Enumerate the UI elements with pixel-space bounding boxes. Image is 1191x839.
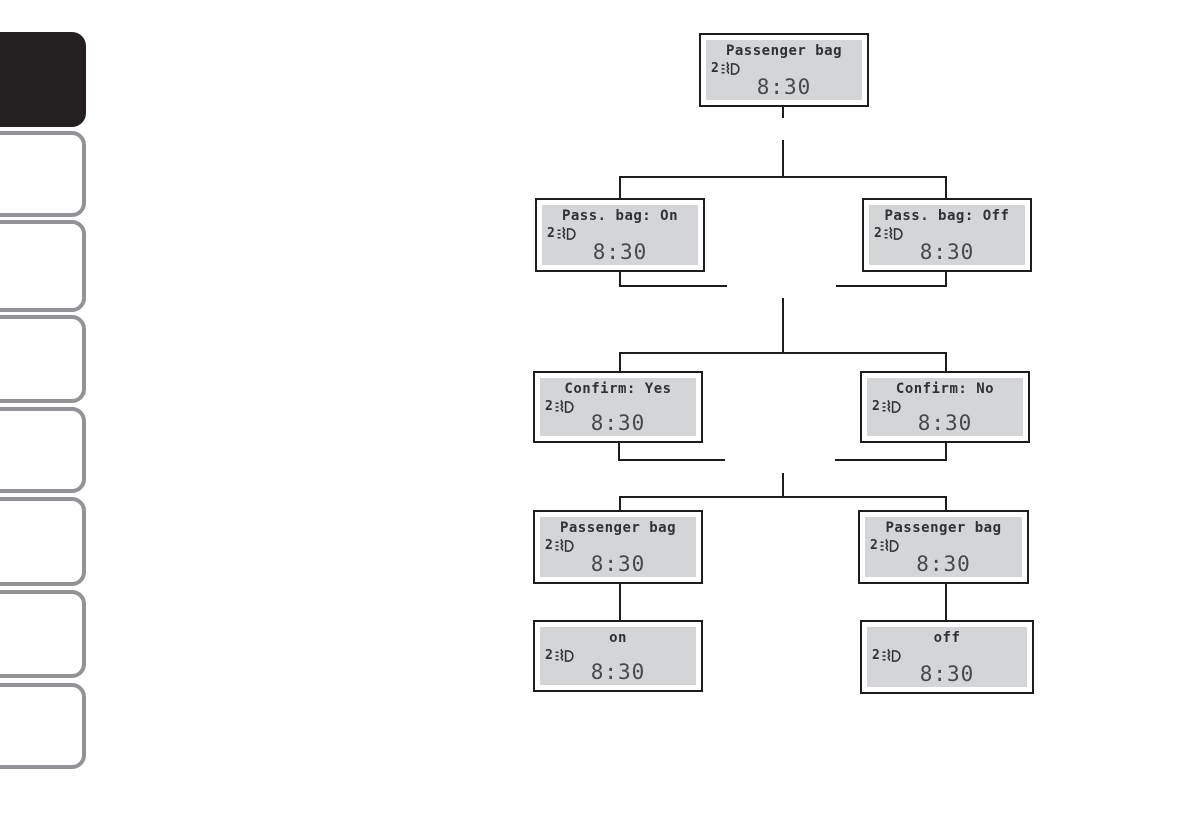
- lcd-display: Pass. bag: Off 2 8:30: [869, 205, 1025, 265]
- lcd-screen-result-off: off 2 8:30: [860, 620, 1034, 694]
- front-fog-light-icon: [555, 648, 574, 662]
- indicator-digit: 2: [545, 399, 553, 414]
- connector: [619, 583, 621, 620]
- connector: [619, 285, 727, 287]
- lcd-indicator: 2: [870, 538, 900, 554]
- lcd-title: off: [933, 630, 961, 646]
- lcd-clock: 8:30: [756, 75, 812, 99]
- front-fog-light-icon: [882, 648, 901, 662]
- front-fog-light-icon: [555, 538, 574, 552]
- connector: [782, 140, 784, 178]
- lcd-title: on: [609, 630, 627, 646]
- indicator-digit: 2: [874, 226, 882, 241]
- lcd-display: Passenger bag 2 8:30: [865, 517, 1022, 577]
- indicator-digit: 2: [547, 226, 555, 241]
- lcd-display: Confirm: No 2 8:30: [867, 378, 1023, 436]
- connector: [619, 496, 947, 498]
- sidebar-tab-4[interactable]: [0, 315, 86, 403]
- front-fog-light-icon: [884, 226, 903, 240]
- lcd-display: Pass. bag: On 2 8:30: [542, 205, 698, 265]
- lcd-display: Confirm: Yes 2 8:30: [540, 378, 696, 436]
- sidebar-tab-5[interactable]: [0, 407, 86, 493]
- sidebar-tab-1[interactable]: [0, 32, 86, 127]
- connector: [835, 459, 947, 461]
- lcd-indicator: 2: [545, 648, 575, 664]
- lcd-title: Pass. bag: On: [561, 208, 679, 224]
- lcd-indicator: 2: [547, 226, 577, 242]
- connector: [618, 459, 725, 461]
- connector: [619, 271, 621, 287]
- connector: [945, 583, 947, 620]
- sidebar-tab-3[interactable]: [0, 220, 86, 312]
- connector: [836, 285, 947, 287]
- lcd-screen-result-on: on 2 8:30: [533, 620, 703, 692]
- front-fog-light-icon: [555, 399, 574, 413]
- lcd-title: Pass. bag: Off: [884, 208, 1010, 224]
- lcd-title: Passenger bag: [559, 520, 677, 536]
- indicator-digit: 2: [872, 399, 880, 414]
- connector: [945, 271, 947, 287]
- indicator-digit: 2: [711, 61, 719, 76]
- connector: [782, 473, 784, 498]
- lcd-title: Passenger bag: [885, 520, 1002, 536]
- indicator-digit: 2: [545, 648, 553, 663]
- front-fog-light-icon: [880, 538, 899, 552]
- lcd-clock: 8:30: [590, 660, 646, 684]
- connector: [619, 176, 947, 178]
- lcd-clock: 8:30: [919, 240, 975, 264]
- lcd-screen-pass-bag-on: Pass. bag: On 2 8:30: [535, 198, 705, 272]
- lcd-title: Passenger bag: [725, 43, 843, 59]
- lcd-clock: 8:30: [592, 240, 648, 264]
- lcd-title: Confirm: Yes: [564, 381, 672, 397]
- connector: [619, 352, 947, 354]
- lcd-indicator: 2: [545, 399, 575, 415]
- connector: [619, 352, 621, 371]
- connector: [945, 496, 947, 510]
- lcd-screen-passenger-bag-left: Passenger bag 2 8:30: [533, 510, 703, 584]
- lcd-clock: 8:30: [590, 411, 646, 435]
- front-fog-light-icon: [557, 226, 576, 240]
- connector: [619, 496, 621, 510]
- lcd-screen-confirm-no: Confirm: No 2 8:30: [860, 371, 1030, 443]
- lcd-display: Passenger bag 2 8:30: [706, 40, 862, 100]
- lcd-indicator: 2: [711, 61, 741, 77]
- connector: [618, 443, 620, 461]
- lcd-indicator: 2: [872, 399, 902, 415]
- lcd-screen-confirm-yes: Confirm: Yes 2 8:30: [533, 371, 703, 443]
- lcd-clock: 8:30: [917, 411, 973, 435]
- lcd-display: Passenger bag 2 8:30: [540, 517, 696, 577]
- connector: [782, 107, 784, 118]
- lcd-indicator: 2: [874, 226, 904, 242]
- lcd-title: Confirm: No: [895, 381, 995, 397]
- lcd-screen-pass-bag-off: Pass. bag: Off 2 8:30: [862, 198, 1032, 272]
- front-fog-light-icon: [882, 399, 901, 413]
- connector: [619, 176, 621, 198]
- connector: [782, 298, 784, 354]
- connector: [945, 352, 947, 371]
- lcd-display: on 2 8:30: [540, 627, 696, 685]
- lcd-indicator: 2: [545, 538, 575, 554]
- connector: [945, 443, 947, 461]
- lcd-screen-menu-passenger-bag: Passenger bag 2 8:30: [699, 33, 869, 107]
- lcd-clock: 8:30: [919, 662, 975, 686]
- sidebar-tab-2[interactable]: [0, 131, 86, 217]
- lcd-display: off 2 8:30: [867, 627, 1027, 687]
- lcd-clock: 8:30: [590, 552, 646, 576]
- front-fog-light-icon: [721, 61, 740, 75]
- indicator-digit: 2: [870, 538, 878, 553]
- sidebar-tab-6[interactable]: [0, 497, 86, 586]
- sidebar-tab-7[interactable]: [0, 590, 86, 678]
- page-tabs-sidebar: [0, 0, 100, 839]
- indicator-digit: 2: [545, 538, 553, 553]
- connector: [945, 176, 947, 198]
- lcd-screen-passenger-bag-right: Passenger bag 2 8:30: [858, 510, 1029, 584]
- lcd-indicator: 2: [872, 648, 902, 664]
- indicator-digit: 2: [872, 648, 880, 663]
- lcd-clock: 8:30: [916, 552, 971, 576]
- sidebar-tab-8[interactable]: [0, 683, 86, 769]
